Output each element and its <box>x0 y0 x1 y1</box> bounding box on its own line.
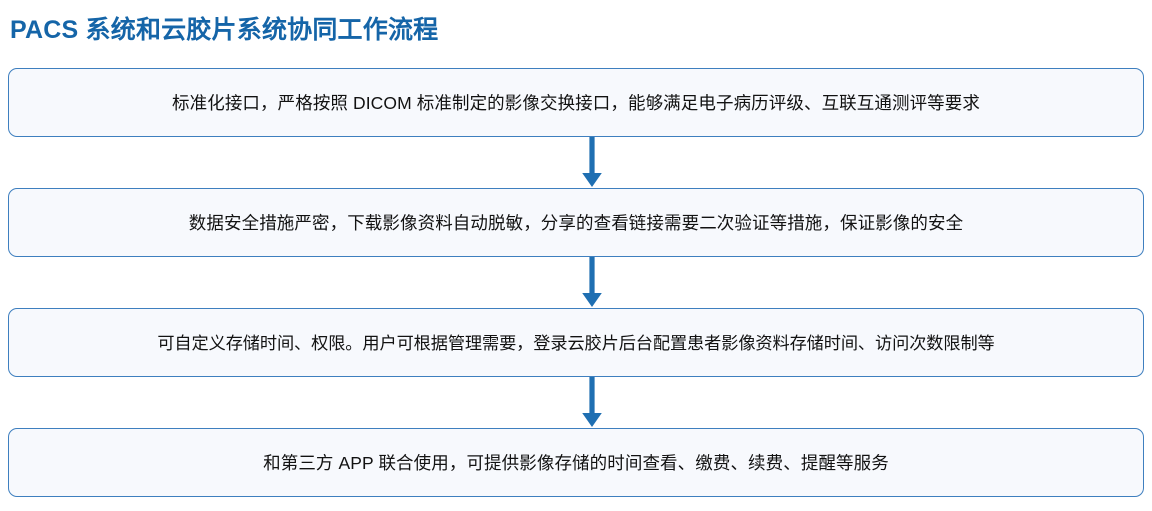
page-title: PACS 系统和云胶片系统协同工作流程 <box>10 16 439 44</box>
arrow-down-icon <box>582 137 602 187</box>
flow-connector-3 <box>8 377 1144 428</box>
flow-connector-2 <box>8 257 1144 308</box>
flow-connector-1 <box>8 137 1144 188</box>
flow-step-2-label: 数据安全措施严密，下载影像资料自动脱敏，分享的查看链接需要二次验证等措施，保证影… <box>188 212 964 233</box>
flow-step-4-label: 和第三方 APP 联合使用，可提供影像存储的时间查看、缴费、续费、提醒等服务 <box>263 452 889 473</box>
flow-step-3: 可自定义存储时间、权限。用户可根据管理需要，登录云胶片后台配置患者影像资料存储时… <box>8 308 1144 377</box>
flow-step-2: 数据安全措施严密，下载影像资料自动脱敏，分享的查看链接需要二次验证等措施，保证影… <box>8 188 1144 257</box>
flow-step-3-label: 可自定义存储时间、权限。用户可根据管理需要，登录云胶片后台配置患者影像资料存储时… <box>157 332 995 353</box>
flow-diagram: 标准化接口，严格按照 DICOM 标准制定的影像交换接口，能够满足电子病历评级、… <box>8 68 1144 497</box>
arrow-down-icon <box>582 377 602 427</box>
flow-step-4: 和第三方 APP 联合使用，可提供影像存储的时间查看、缴费、续费、提醒等服务 <box>8 428 1144 497</box>
flow-step-1: 标准化接口，严格按照 DICOM 标准制定的影像交换接口，能够满足电子病历评级、… <box>8 68 1144 137</box>
arrow-down-icon <box>582 257 602 307</box>
flow-step-1-label: 标准化接口，严格按照 DICOM 标准制定的影像交换接口，能够满足电子病历评级、… <box>172 92 980 113</box>
